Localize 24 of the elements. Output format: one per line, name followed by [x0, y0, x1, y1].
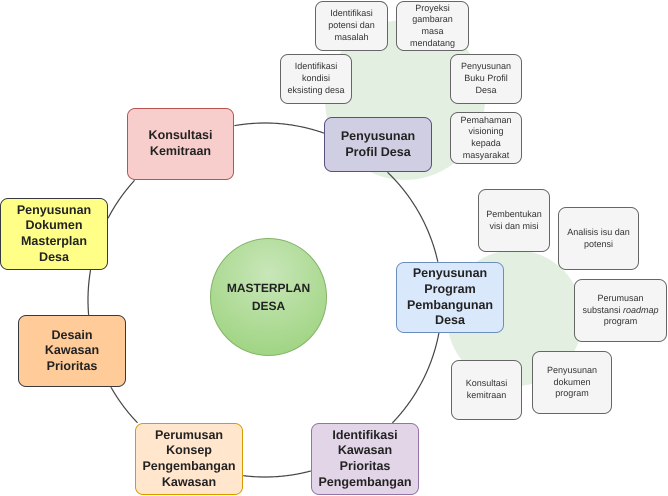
connector-line [107, 180, 136, 218]
task-box: Penyusunan Buku Profil Desa [450, 54, 522, 104]
task-box: Analisis isu dan potensi [558, 207, 639, 270]
step-box: Konsultasi Kemitraan [127, 108, 234, 180]
step-box: Penyusunan Dokumen Masterplan Desa [0, 198, 108, 270]
connector-line [110, 386, 138, 424]
task-box: Konsultasi kemitraan [451, 360, 522, 420]
step-box: Desain Kawasan Prioritas [18, 315, 126, 387]
step-box: Penyusunan Profil Desa [324, 117, 432, 172]
task-box: Perumusan substansi roadmap program [574, 279, 667, 342]
task-box: Identifikasi potensi dan masalah [315, 1, 388, 51]
connector-line [387, 172, 438, 262]
step-box: Penyusunan Program Pembangunan Desa [396, 262, 504, 333]
task-box: Identifikasi kondisi eksisting desa [280, 54, 352, 104]
task-box: Proyeksi gambaran masa mendatang [396, 1, 469, 51]
connector-line [87, 270, 92, 316]
task-box: Pemahaman visioning kepada masyarakat [450, 112, 522, 164]
step-box: Perumusan Konsep Pengembangan Kawasan [135, 423, 243, 495]
connector-line [234, 122, 324, 134]
connector-line [392, 332, 440, 424]
connector-line [243, 470, 312, 478]
task-box: Penyusunan dokumen program [532, 351, 612, 414]
task-box: Pembentukan visi dan misi [478, 189, 550, 252]
step-box: Identifikasi Kawasan Prioritas Pengembangan [311, 423, 419, 495]
